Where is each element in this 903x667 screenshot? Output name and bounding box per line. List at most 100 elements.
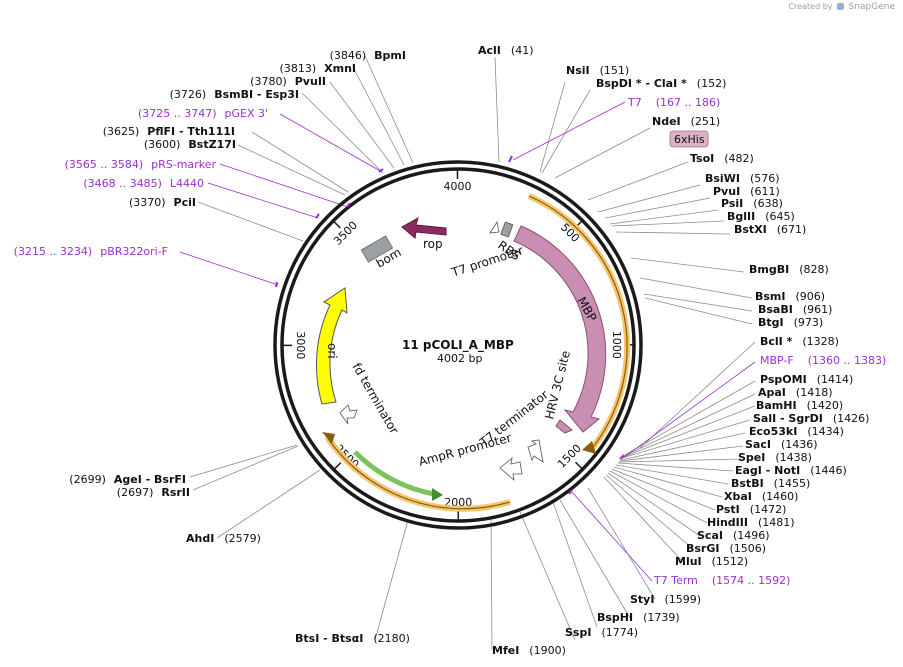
site-label: BstXI (671) <box>734 223 806 236</box>
site-label: BmgBI(828) <box>749 263 829 276</box>
site-label: (2697)RsrII <box>117 486 190 499</box>
site-label: (3625) PflFI - Tth111I <box>103 125 235 138</box>
primer-mark-prs-marker <box>346 202 351 208</box>
site-position: (1481) <box>758 516 795 529</box>
site-label: TsoI(482) <box>690 152 754 165</box>
site-position: (482) <box>724 152 754 165</box>
site-label: SalI - SgrDI(1426) <box>753 412 869 425</box>
site-label: BamHI(1420) <box>756 399 843 412</box>
site-label: AclI(41) <box>478 44 534 57</box>
site-label: BsmI (906) <box>755 290 825 303</box>
site-label: (3600)BstZ17I <box>144 138 236 151</box>
primer-mark-pgex3 <box>378 168 384 173</box>
site-name: BmgBI <box>749 263 789 276</box>
site-label: BglII(645) <box>727 210 795 223</box>
primer-label: T7(167 .. 186) <box>627 96 720 109</box>
ring-tick-label: 1000 <box>610 331 623 359</box>
snapgene-logo-icon <box>837 3 845 10</box>
site-label: SpeI(1438) <box>738 451 812 464</box>
site-label: XbaI(1460) <box>724 490 798 503</box>
site-label: NdeI (251) <box>652 115 720 128</box>
site-name: BsmI <box>755 290 786 303</box>
site-position: (251) <box>691 115 721 128</box>
site-name: PspOMI <box>760 373 807 386</box>
mbp-arrow <box>513 225 607 433</box>
site-name: NdeI <box>652 115 681 128</box>
primer-name: pGEX 3' <box>224 107 268 120</box>
primer-range: (3565 .. 3584) <box>65 158 144 171</box>
ori-arrow <box>315 287 348 405</box>
site-position: (576) <box>750 172 780 185</box>
site-name: PvuI <box>713 185 740 198</box>
site-position: (151) <box>600 64 630 77</box>
primer-name: L4440 <box>170 177 204 190</box>
site-name: BsiWI <box>705 172 740 185</box>
site-name: MluI <box>675 555 702 568</box>
primer-name: MBP-F <box>760 354 794 367</box>
site-position: (2697) <box>117 486 154 499</box>
primer-label: (3565 .. 3584)pRS-marker <box>65 158 217 171</box>
hrv-label: HRV 3C site <box>542 349 573 421</box>
site-name: BstZ17I <box>188 138 236 151</box>
site-label: HindIII (1481) <box>707 516 795 529</box>
site-position: (152) <box>697 77 727 90</box>
ring-tick <box>333 462 342 471</box>
site-label: (3726)BsmBI - Esp3I <box>170 88 299 101</box>
site-name: HindIII <box>707 516 748 529</box>
t7-terminator-arrow <box>527 439 544 463</box>
primer-mark-t7-term <box>568 489 573 495</box>
primer-range: (167 .. 186) <box>656 96 721 109</box>
site-label: (3780)PvuII <box>250 75 326 88</box>
site-position: (3813) <box>280 62 317 75</box>
site-position: (2699) <box>69 473 106 486</box>
site-name: ApaI <box>758 386 786 399</box>
ampr-arc-right-arrow <box>582 441 596 454</box>
site-label: SacI(1436) <box>745 438 818 451</box>
site-label: BclI *(1328) <box>760 335 839 348</box>
site-name: SpeI <box>738 451 765 464</box>
site-position: (1460) <box>762 490 799 503</box>
site-label: PvuI(611) <box>713 185 780 198</box>
site-name: BsrGI <box>686 542 719 555</box>
site-label: MfeI(1900) <box>492 644 566 657</box>
site-position: (41) <box>511 44 534 57</box>
site-position: (3726) <box>170 88 207 101</box>
ring-tick-label: 4000 <box>443 180 471 193</box>
site-position: (3625) <box>103 125 140 138</box>
rop-label: rop <box>423 237 443 251</box>
site-label: EagI - NotI(1446) <box>735 464 847 477</box>
primer-mark-l4440 <box>315 213 320 219</box>
site-name: PsiI <box>721 197 743 210</box>
site-name: MfeI <box>492 644 519 657</box>
backbone-outer <box>273 160 643 530</box>
site-name: BsaBI <box>758 303 793 316</box>
site-name: AhdI <box>186 532 214 545</box>
watermark: Created by SnapGene <box>788 2 895 12</box>
site-position: (3370) <box>129 196 166 209</box>
site-position: (1496) <box>733 529 770 542</box>
site-label: BtgI(973) <box>758 316 823 329</box>
site-name: ScaI <box>697 529 723 542</box>
site-name: PflFI - Tth111I <box>147 125 235 138</box>
ampr-promoter-arrow <box>499 457 523 482</box>
hrv-site-arrow <box>555 419 573 434</box>
site-position: (1426) <box>833 412 870 425</box>
site-label: BsiWI (576) <box>705 172 780 185</box>
site-name: BstBI <box>731 477 764 490</box>
site-position: (1506) <box>729 542 766 555</box>
site-position: (638) <box>753 197 783 210</box>
site-position: (3780) <box>250 75 287 88</box>
site-position: (1774) <box>601 626 638 639</box>
site-name: BstXI <box>734 223 767 236</box>
site-position: (1414) <box>817 373 854 386</box>
site-label: BsaBI(961) <box>758 303 832 316</box>
ampr-arc-right-core <box>528 195 628 452</box>
site-position: (906) <box>796 290 826 303</box>
site-label: BspDI * - ClaI * (152) <box>596 77 726 90</box>
primer-labels: T7(167 .. 186)MBP-F(1360 .. 1383)T7 Term… <box>14 96 887 587</box>
site-name: BspDI * - ClaI * <box>596 77 687 90</box>
site-position: (671) <box>777 223 807 236</box>
site-label: StyI(1599) <box>630 593 701 606</box>
site-labels: AclI(41)NsiI(151)BspDI * - ClaI *(152)Nd… <box>69 44 869 657</box>
